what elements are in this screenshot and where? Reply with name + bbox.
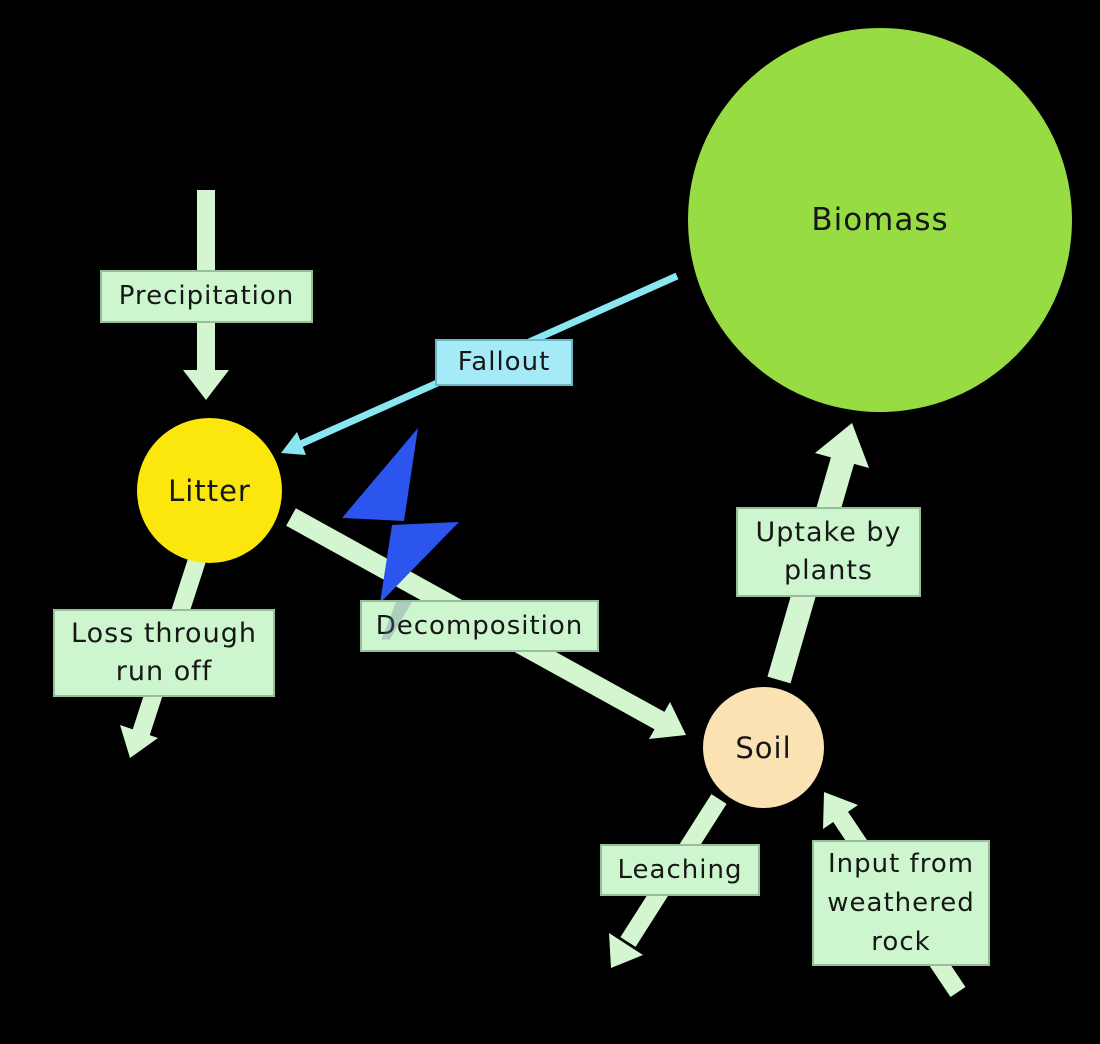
uptake-label-line1: Uptake by [755, 517, 902, 549]
loss-label-line2: run off [115, 656, 213, 687]
input-label-line1: Input from [827, 848, 975, 879]
uptake-label-line2: plants [784, 555, 873, 586]
soil-label: Soil [735, 730, 792, 765]
leaching-label: Leaching [617, 854, 743, 885]
input-label-line2: weathered [827, 887, 975, 918]
decomposition-label: Decomposition [375, 610, 584, 641]
input-rock-box: Input from weathered rock [812, 840, 990, 966]
precipitation-box: Precipitation [100, 270, 313, 323]
precipitation-label: Precipitation [118, 281, 295, 312]
fallout-box: Fallout [435, 339, 573, 386]
decomposition-box: Decomposition [360, 600, 599, 652]
litter-label: Litter [168, 473, 251, 508]
node-biomass: Biomass [688, 28, 1072, 412]
leaching-box: Leaching [600, 844, 760, 896]
node-soil: Soil [703, 687, 824, 808]
input-label-line3: rock [871, 926, 931, 957]
loss-label-line1: Loss through [71, 618, 257, 650]
fallout-label: Fallout [457, 347, 551, 378]
uptake-box: Uptake by plants [736, 507, 921, 597]
loss-run-off-box: Loss through run off [53, 609, 275, 697]
node-litter: Litter [137, 418, 282, 563]
biomass-label: Biomass [811, 202, 949, 238]
lightning-bolt-icon [342, 428, 459, 603]
